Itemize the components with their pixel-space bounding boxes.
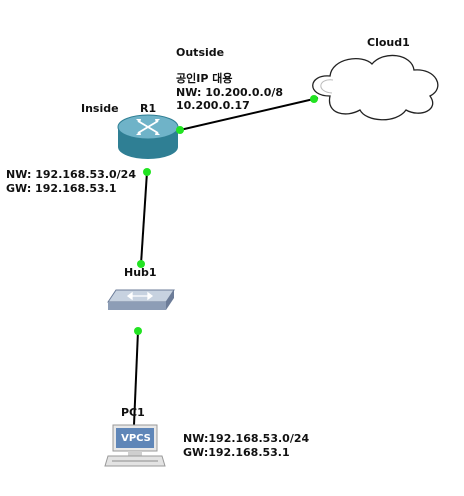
outside-ip: 10.200.0.17 [176,99,250,112]
inside-network: NW: 192.168.53.0/24 [6,168,136,181]
port-cloud1[interactable] [310,95,318,103]
hub-icon[interactable] [107,289,175,310]
port-r1-inside[interactable] [143,168,151,176]
r1-label: R1 [140,102,157,115]
cloud-icon[interactable] [312,54,439,121]
pc-gateway: GW:192.168.53.1 [183,446,290,459]
link-hub1-pc1[interactable] [133,330,139,426]
port-r1-outside[interactable] [176,126,184,134]
link-r1-cloud1[interactable] [179,97,319,131]
port-hub1-up[interactable] [137,260,145,268]
inside-title: Inside [81,102,119,115]
outside-network: NW: 10.200.0.0/8 [176,86,284,99]
pc1-label: PC1 [121,406,145,419]
link-r1-hub1[interactable] [140,171,148,265]
outside-title: Outside [176,46,225,59]
outside-note: 공인IP 대용 [176,72,233,85]
vpcs-icon[interactable] [104,424,166,467]
pc-network: NW:192.168.53.0/24 [183,432,310,445]
vpcs-screen-label: VPCS [121,433,151,444]
port-hub1-down[interactable] [134,327,142,335]
router-icon[interactable] [117,114,179,159]
inside-gateway: GW: 192.168.53.1 [6,182,117,195]
cloud1-label: Cloud1 [367,36,410,49]
hub1-label: Hub1 [124,266,157,279]
